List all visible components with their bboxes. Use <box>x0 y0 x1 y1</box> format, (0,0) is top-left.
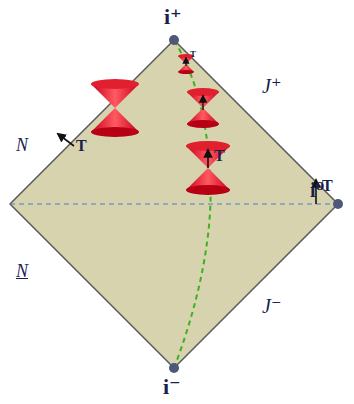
vertex-dot <box>169 363 179 373</box>
boundary-label: N <box>16 136 28 154</box>
killing-arrow <box>202 96 203 110</box>
boundary-label: N <box>16 262 28 280</box>
light-cone <box>187 88 219 128</box>
killing-arrow <box>185 58 186 66</box>
vertex-dot <box>333 199 343 209</box>
light-cone <box>91 79 139 137</box>
vertex-dot <box>169 35 179 45</box>
killing-arrow <box>58 134 74 146</box>
light-cone <box>186 141 230 195</box>
boundary-label: J⁻ <box>262 296 281 316</box>
infinity-label: i⁻ <box>163 376 181 398</box>
boundary-label: J⁺ <box>262 76 281 96</box>
killing-label: T <box>322 178 333 194</box>
cauchy-slice <box>10 203 338 204</box>
killing-label: T <box>214 148 225 164</box>
spacetime-diamond <box>10 40 338 368</box>
killing-label: T <box>76 138 87 154</box>
killing-label: T <box>190 50 196 59</box>
infinity-label: i⁺ <box>164 6 182 28</box>
killing-arrow <box>207 150 209 168</box>
